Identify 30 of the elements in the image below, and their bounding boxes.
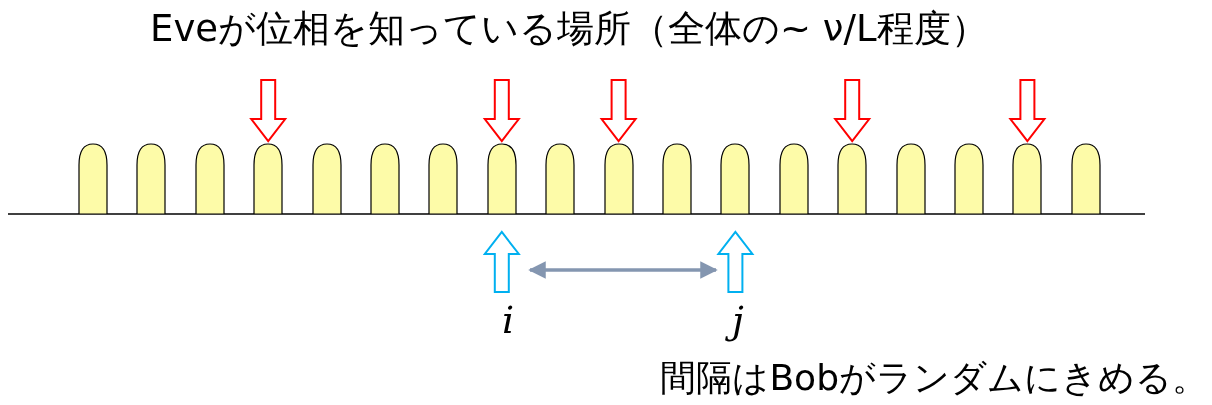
pulse-shape: [1012, 143, 1043, 214]
hollow-arrow: [482, 230, 521, 293]
pulse-shape: [720, 143, 751, 214]
title-text: Eveが位相を知っている場所（全体の~ ν/L程度）: [150, 10, 988, 47]
caption-text: 間隔はBobがランダムにきめる。: [660, 360, 1208, 396]
pulse-shape: [603, 143, 634, 214]
pulse-shape: [78, 143, 108, 214]
hollow-arrow: [249, 79, 288, 143]
double-arrow: [528, 261, 718, 279]
hollow-arrow: [482, 79, 521, 143]
hollow-arrow: [599, 79, 638, 143]
pulse-shape: [194, 143, 225, 214]
index-label: i: [496, 300, 520, 340]
pulse-shape: [428, 143, 459, 214]
pulse-shape: [370, 143, 400, 214]
hollow-arrow: [833, 79, 872, 143]
pulse-shape: [662, 143, 692, 214]
hollow-arrow: [716, 230, 755, 293]
pulse-shape: [545, 143, 576, 214]
pulse-shape: [837, 143, 868, 214]
pulse-shape: [253, 143, 284, 214]
pulse-shape: [311, 143, 342, 214]
pulse-shape: [895, 143, 926, 214]
pulse-shape: [778, 143, 809, 214]
index-label: j: [726, 300, 750, 340]
pulse-shape: [136, 143, 167, 214]
hollow-arrow: [1008, 79, 1047, 143]
pulse-shape: [486, 143, 517, 214]
pulse-shape: [1070, 143, 1101, 214]
pulse-shape: [954, 143, 984, 214]
